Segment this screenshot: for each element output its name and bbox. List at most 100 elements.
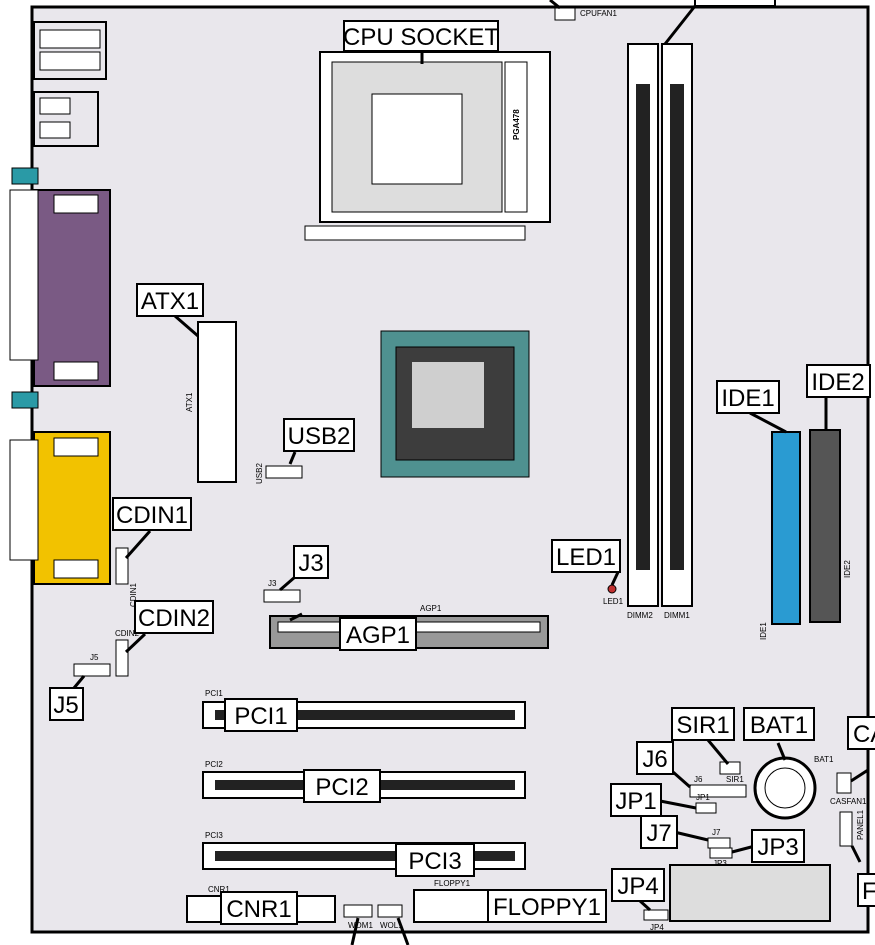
atx1-connector [197,321,237,483]
casfan1-header [836,772,852,794]
callout-jp4: JP4 [611,868,665,902]
ide2-silk: IDE2 [843,560,852,578]
callout-usb2: USB2 [283,418,355,452]
svg-text:USB2: USB2 [288,423,351,450]
usb-port-stack [33,91,99,147]
svg-text:PCI3: PCI3 [408,848,461,875]
dimm1-silk: DIMM1 [664,611,690,620]
j5-silk: J5 [90,653,99,662]
sir1-silk: SIR1 [726,775,744,784]
sir1-header [719,761,741,775]
svg-text:FLOPPY1: FLOPPY1 [493,894,601,921]
cdin1-silk: CDIN1 [129,582,138,607]
svg-text:J6: J6 [642,746,667,773]
wom1-header [343,904,373,918]
svg-text:BAT1: BAT1 [750,712,808,739]
callout-j3: J3 [293,545,329,579]
wol1-silk: WOL1 [380,921,403,930]
callout-atx1: ATX1 [136,283,204,317]
svg-text:JP3: JP3 [757,834,798,861]
ide1-silk: IDE1 [759,622,768,640]
usb2-header [265,465,303,479]
jp4-jumper [643,909,669,921]
callout-bat1: BAT1 [743,707,815,741]
callout-cdin1: CDIN1 [112,497,192,531]
vga-port [9,431,111,585]
svg-text:J7: J7 [646,820,671,847]
jp1-jumper [695,802,717,814]
callout-ide1: IDE1 [716,380,780,414]
cdin2-connector [115,639,129,677]
cdin1-connector [115,547,129,585]
callout-pci3: PCI3 [395,843,475,877]
cpu-socket [304,51,551,241]
wol1-header [377,904,403,918]
cpu-model-silk: PGA478 [512,109,521,140]
svg-text:AGP1: AGP1 [346,622,410,649]
svg-text:CDIN2: CDIN2 [138,605,210,632]
bat1-battery [753,756,817,820]
jp1-silk: JP1 [696,793,710,802]
ps2-port-stack [33,21,107,80]
callout-pci1: PCI1 [224,698,298,732]
jp3-jumper [709,847,733,859]
callout-agp1: AGP1 [339,617,417,651]
cnr1-silk: CNR1 [208,885,230,894]
svg-text:CA: CA [853,721,875,748]
jp4-silk: JP4 [650,923,664,932]
callout-cdin2: CDIN2 [134,600,214,634]
callout-floppy1: FLOPPY1 [487,889,607,923]
casfan1-silk: CASFAN1 [830,797,867,806]
svg-text:LED1: LED1 [556,544,616,571]
pci2-silk: PCI2 [205,760,223,769]
panel1-header [839,811,853,847]
northbridge-chip [380,330,530,478]
svg-text:ATX1: ATX1 [141,288,199,315]
callout-sir1: SIR1 [671,707,735,741]
svg-text:J5: J5 [53,692,78,719]
svg-text:CNR1: CNR1 [226,896,291,923]
svg-text:IDE1: IDE1 [721,385,774,412]
dimm2-silk: DIMM2 [627,611,653,620]
svg-text:IDE2: IDE2 [811,369,864,396]
serial-port-stack [9,167,111,409]
cdin2-silk: CDIN2 [115,629,140,638]
pci3-silk: PCI3 [205,831,223,840]
svg-text:SIR1: SIR1 [676,712,729,739]
callout-j7: J7 [640,815,678,849]
svg-text:J3: J3 [298,550,323,577]
svg-text:PCI2: PCI2 [315,774,368,801]
ide1-connector [771,431,801,625]
svg-text:PCI1: PCI1 [234,703,287,730]
usb2-silk: USB2 [255,463,264,484]
j7-silk: J7 [712,828,721,837]
bat1-silk: BAT1 [814,755,834,764]
ide2-connector [809,429,841,623]
callout-cnr1: CNR1 [220,891,298,925]
callout-j5: J5 [49,687,84,721]
callout-jp3: JP3 [751,829,805,863]
j3-silk: J3 [268,579,277,588]
j6-header [689,784,747,798]
callout-ide2: IDE2 [806,364,871,398]
j5-header [73,663,111,677]
pci1-silk: PCI1 [205,689,223,698]
svg-text:F: F [862,878,875,905]
svg-text:CPU SOCKET: CPU SOCKET [343,24,499,51]
svg-text:CDIN1: CDIN1 [116,502,188,529]
southbridge-chip [669,864,831,922]
svg-text:JP4: JP4 [617,873,658,900]
callout-led1: LED1 [551,539,621,573]
panel1-silk: PANEL1 [856,809,865,840]
atx1-silk: ATX1 [185,392,194,412]
led1-silk: LED1 [603,597,624,606]
j3-header [263,589,301,603]
callout-ca-partial: CA [847,716,875,750]
cpufan1-silk: CPUFAN1 [580,9,617,18]
floppy1-silk: FLOPPY1 [434,879,471,888]
svg-text:JP1: JP1 [615,788,656,815]
j6-silk: J6 [694,775,703,784]
jp3-silk: JP3 [713,859,727,868]
led1-indicator [607,584,617,594]
